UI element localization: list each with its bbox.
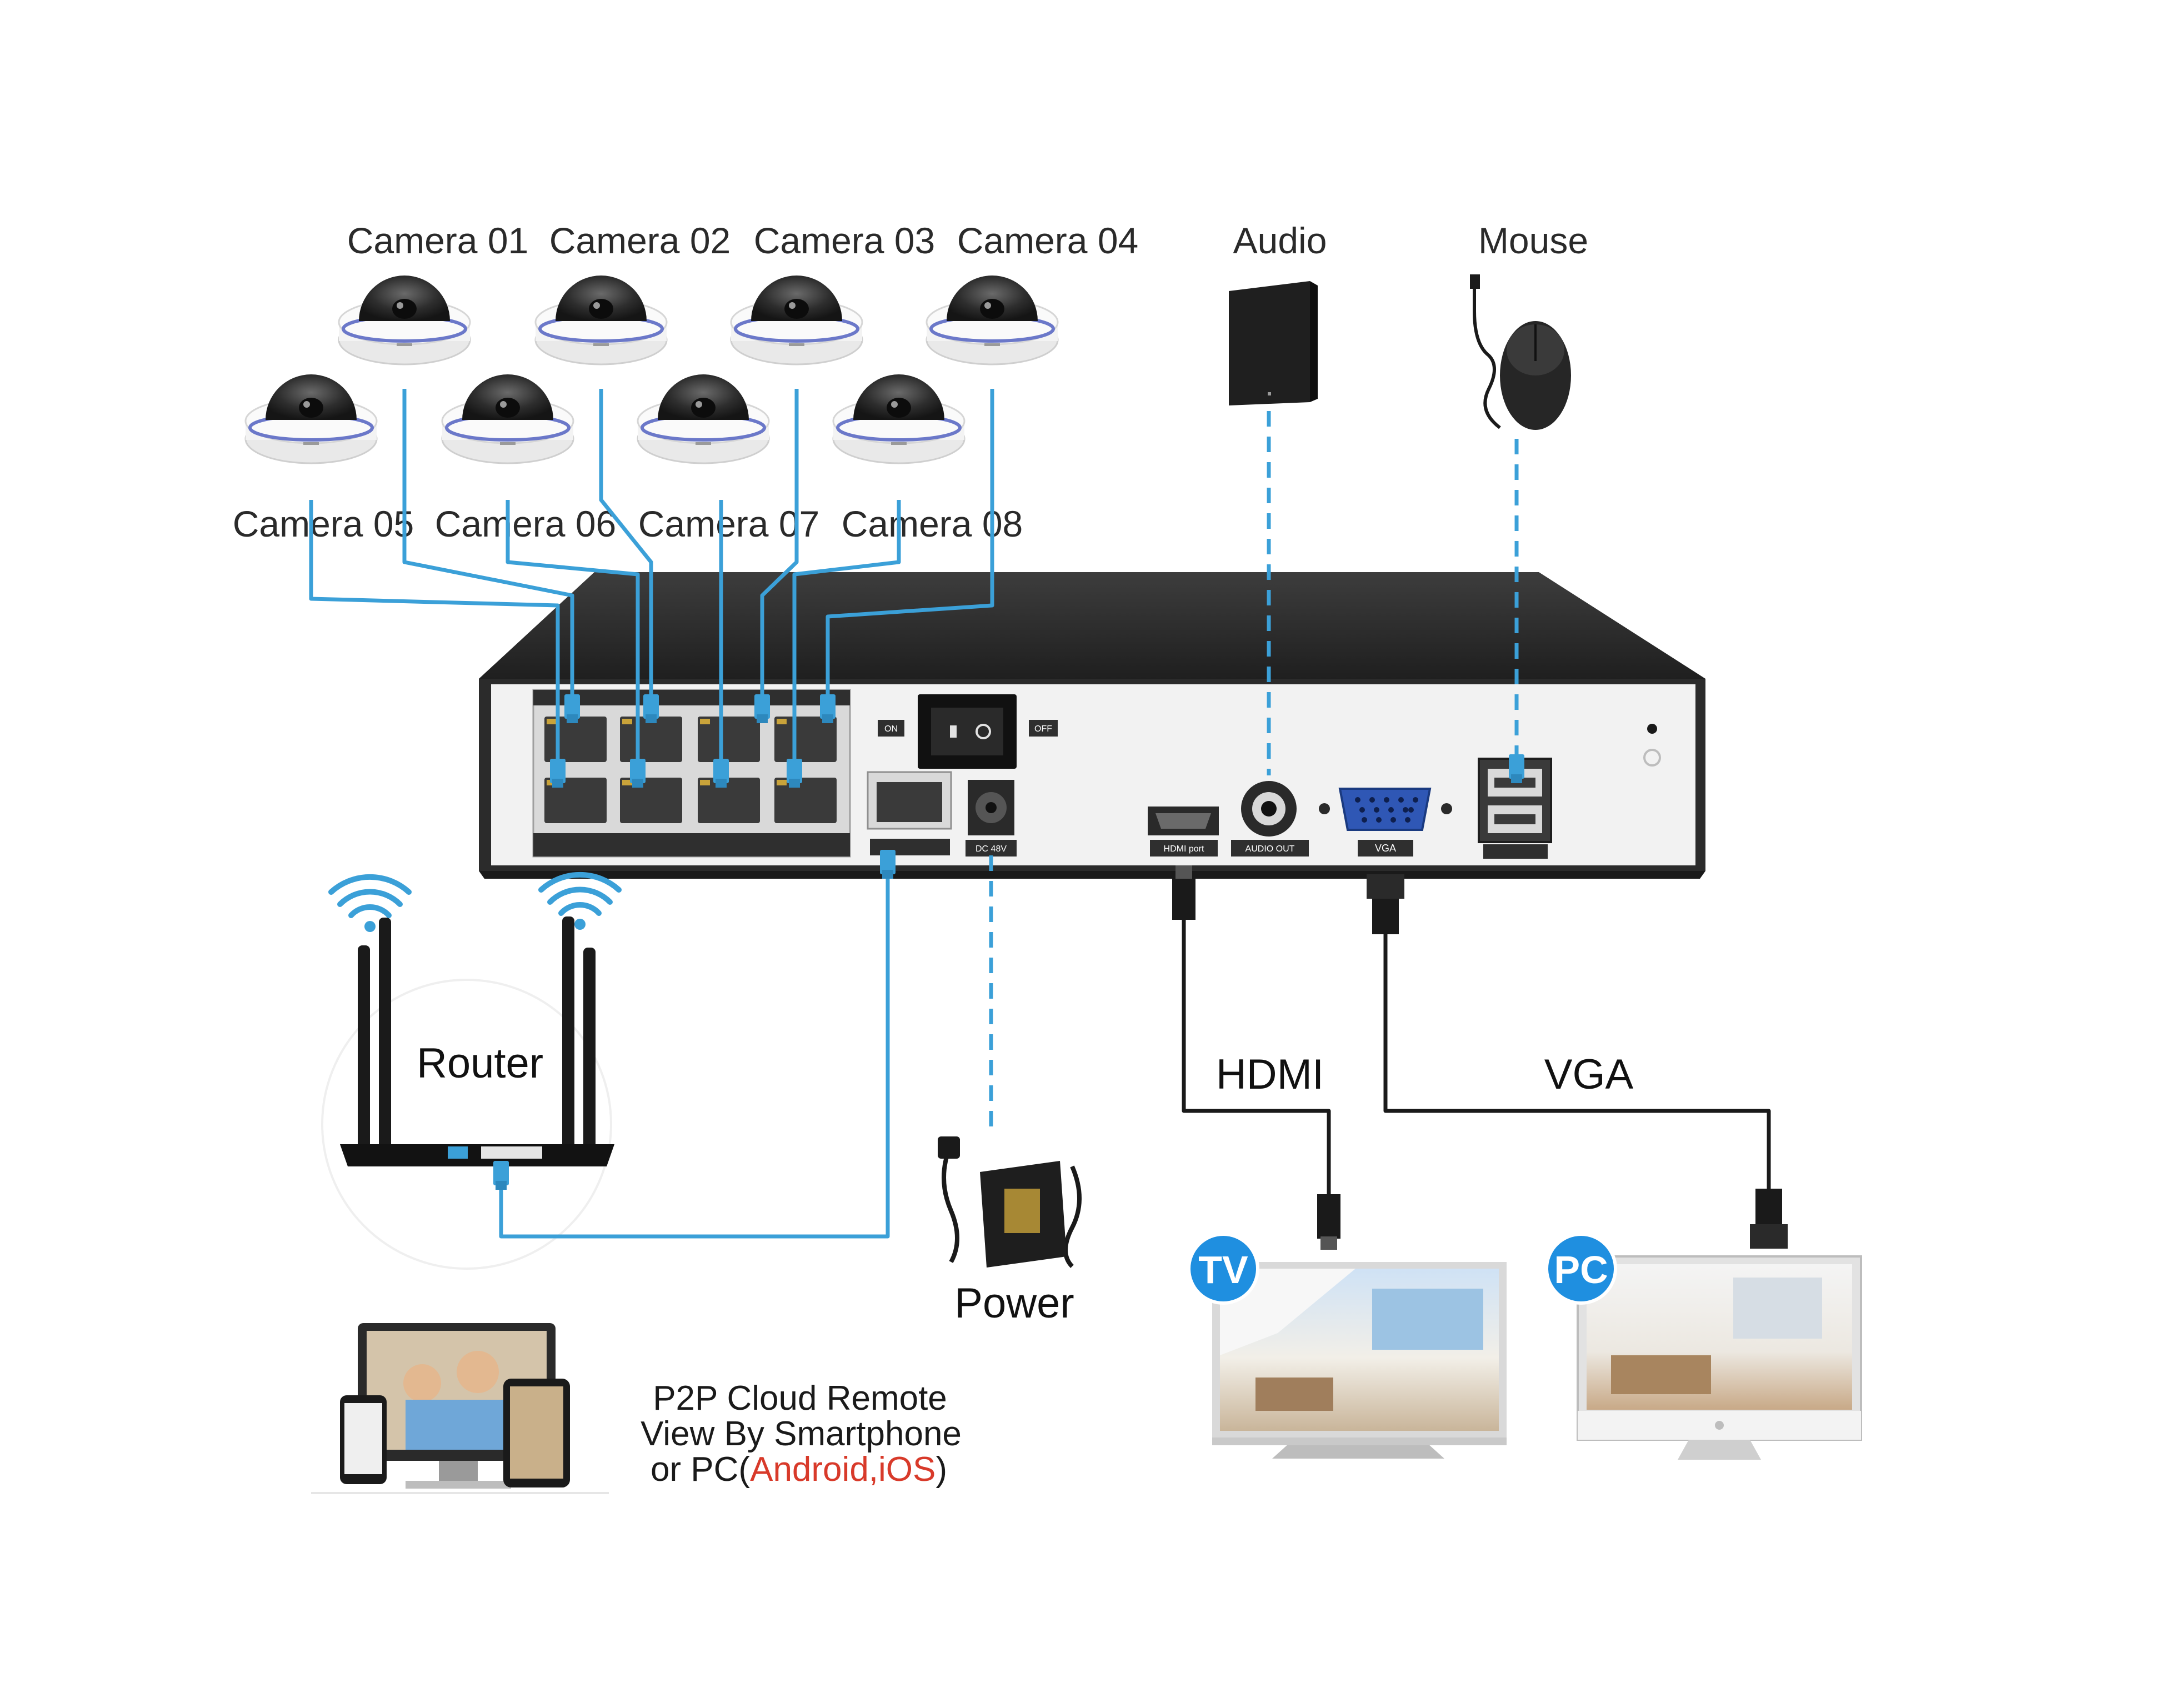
router-lan-cable [499,855,890,1239]
pc-badge: PC [1545,1233,1617,1305]
camera-04-label: Camera 04 [957,220,1139,261]
indicator-led [1647,724,1657,734]
audio-out-label: AUDIO OUT [1245,844,1295,854]
camera-cables [309,389,994,761]
power-adapter-icon [938,1136,1082,1268]
tv-monitor-icon [1212,1262,1507,1459]
camera-04-icon [927,276,1058,364]
hdmi-port: HDMI port [1148,807,1219,856]
audio-label: Audio [1233,220,1327,261]
nvr-recorder: DC 48V ON OFF HDMI port AUDIO OUT [479,572,1705,879]
vga-cable [1367,874,1788,1249]
camera-03-label: Camera 03 [754,220,936,261]
camera-06-label: Camera 06 [435,503,617,544]
pc-monitor-icon [1577,1255,1862,1460]
camera-01-label: Camera 01 [347,220,529,261]
speaker-icon [1229,281,1318,405]
hdmi-port-label: HDMI port [1164,844,1204,854]
router-icon [321,916,614,1270]
p2p-line3-prefix: or PC( [651,1450,750,1489]
vga-port-label: VGA [1375,843,1396,854]
p2p-line3-suffix: ) [936,1450,947,1489]
camera-03-icon [731,276,862,364]
poe-port-block [532,689,851,858]
camera-07-label: Camera 07 [638,503,820,544]
camera-06-icon [442,374,573,463]
tv-badge: TV [1187,1233,1259,1305]
vga-label: VGA [1544,1051,1634,1098]
hdmi-cable [1172,865,1340,1250]
power-label: Power [954,1280,1074,1327]
mouse-icon [1470,274,1571,430]
camera-08-label: Camera 08 [842,503,1023,544]
switch-off-label: OFF [1034,724,1052,734]
p2p-line3: or PC(Android,iOS) [651,1450,947,1489]
mouse-label: Mouse [1478,220,1588,261]
power-switch[interactable]: ON OFF [878,694,1058,769]
dc-power-label: DC 48V [976,844,1007,854]
camera-02-icon [536,276,667,364]
camera-05-icon [246,374,377,463]
vga-port: VGA [1319,788,1452,856]
p2p-line2: View By Smartphone [641,1415,962,1453]
camera-05-label: Camera 05 [233,503,414,544]
camera-01-icon [339,276,470,364]
dc-power-jack: DC 48V [966,780,1017,856]
camera-07-icon [638,374,769,463]
wifi-signal-icons [328,871,622,918]
pc-badge-label: PC [1554,1248,1608,1291]
hdmi-label: HDMI [1216,1051,1324,1098]
lan-port [867,771,952,855]
p2p-line3-highlight: Android,iOS [750,1450,936,1489]
audio-out-port: AUDIO OUT [1231,781,1309,856]
p2p-caption: P2P Cloud Remote View By Smartphone or P… [641,1379,962,1489]
p2p-devices-icon [311,1323,609,1494]
p2p-line1: P2P Cloud Remote [653,1379,947,1418]
camera-08-icon [833,374,964,463]
camera-02-label: Camera 02 [549,220,731,261]
camera-group [246,276,1058,463]
tv-badge-label: TV [1198,1248,1248,1291]
router-label: Router [417,1040,543,1087]
switch-on-label: ON [884,724,898,734]
